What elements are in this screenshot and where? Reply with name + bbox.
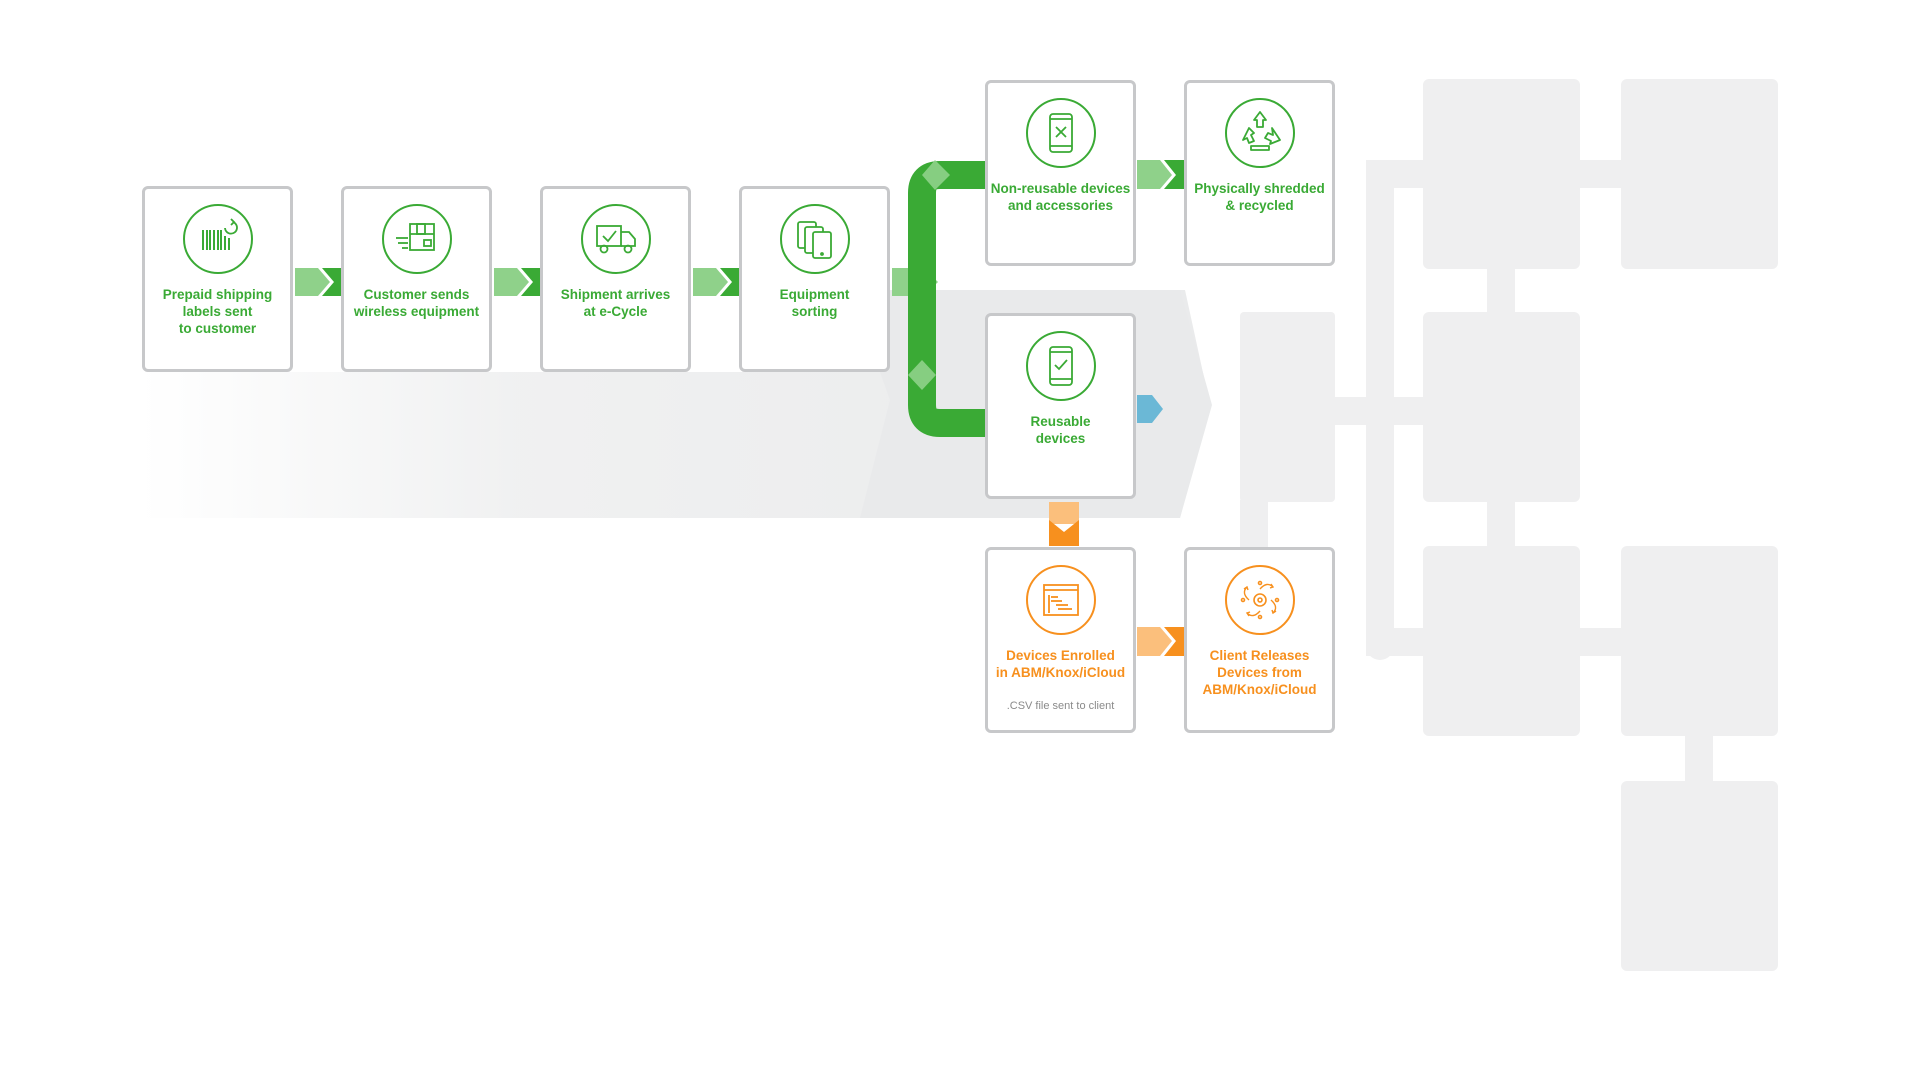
step-label: Shipment arrives at e-Cycle bbox=[560, 287, 671, 319]
step-label: Physically shredded & recycled bbox=[1194, 181, 1325, 213]
step-label: Customer sends wireless equipment bbox=[353, 287, 480, 319]
phone-x-icon bbox=[1025, 98, 1096, 168]
step-label: Reusable devices bbox=[1030, 414, 1091, 446]
step-card-prepaid-labels: Prepaid shipping labels sent to customer bbox=[142, 186, 293, 372]
step-card-customer-sends: Customer sends wireless equipment bbox=[341, 186, 492, 372]
connector-reusable-blue bbox=[1137, 395, 1163, 423]
step-label: Non-reusable devices and accessories bbox=[990, 181, 1131, 213]
stacked-devices-icon bbox=[779, 204, 850, 274]
step-card-equipment-sorting: Equipment sorting bbox=[739, 186, 890, 372]
recycle-icon bbox=[1224, 98, 1295, 168]
step-label: Equipment sorting bbox=[779, 287, 850, 319]
step-card-reusable: Reusable devices bbox=[985, 313, 1136, 499]
connector-nonreusable-shredded bbox=[1137, 160, 1185, 189]
step-label: Devices Enrolled in ABM/Knox/iCloud bbox=[995, 648, 1126, 680]
gear-network-icon bbox=[1224, 565, 1295, 635]
step-label: Prepaid shipping labels sent to customer bbox=[162, 287, 273, 336]
branch-bracket-tip-bottom bbox=[908, 360, 936, 390]
step-card-client-releases: Client Releases Devices from ABM/Knox/iC… bbox=[1184, 547, 1335, 733]
step-card-non-reusable: Non-reusable devices and accessories bbox=[985, 80, 1136, 266]
phone-check-icon bbox=[1025, 331, 1096, 401]
connector-prepaid-customer bbox=[295, 268, 344, 296]
spreadsheet-icon bbox=[1025, 565, 1096, 635]
step-card-devices-enrolled: Devices Enrolled in ABM/Knox/iCloud .CSV… bbox=[985, 547, 1136, 733]
connector-reusable-enrolled bbox=[1049, 502, 1079, 546]
step-label: Client Releases Devices from ABM/Knox/iC… bbox=[1202, 648, 1317, 697]
shipping-box-icon bbox=[381, 204, 452, 274]
branch-bracket-tip-top bbox=[922, 160, 950, 190]
connector-customer-shipment bbox=[494, 268, 543, 296]
connector-enrolled-client bbox=[1137, 627, 1185, 656]
delivery-truck-check-icon bbox=[580, 204, 651, 274]
placeholder-network bbox=[1240, 79, 1778, 971]
barcode-refresh-icon bbox=[182, 204, 253, 274]
connector-shipment-sorting bbox=[693, 268, 742, 296]
step-sublabel: .CSV file sent to client bbox=[1006, 700, 1115, 712]
step-card-shredded-recycled: Physically shredded & recycled bbox=[1184, 80, 1335, 266]
step-card-shipment-arrives: Shipment arrives at e-Cycle bbox=[540, 186, 691, 372]
